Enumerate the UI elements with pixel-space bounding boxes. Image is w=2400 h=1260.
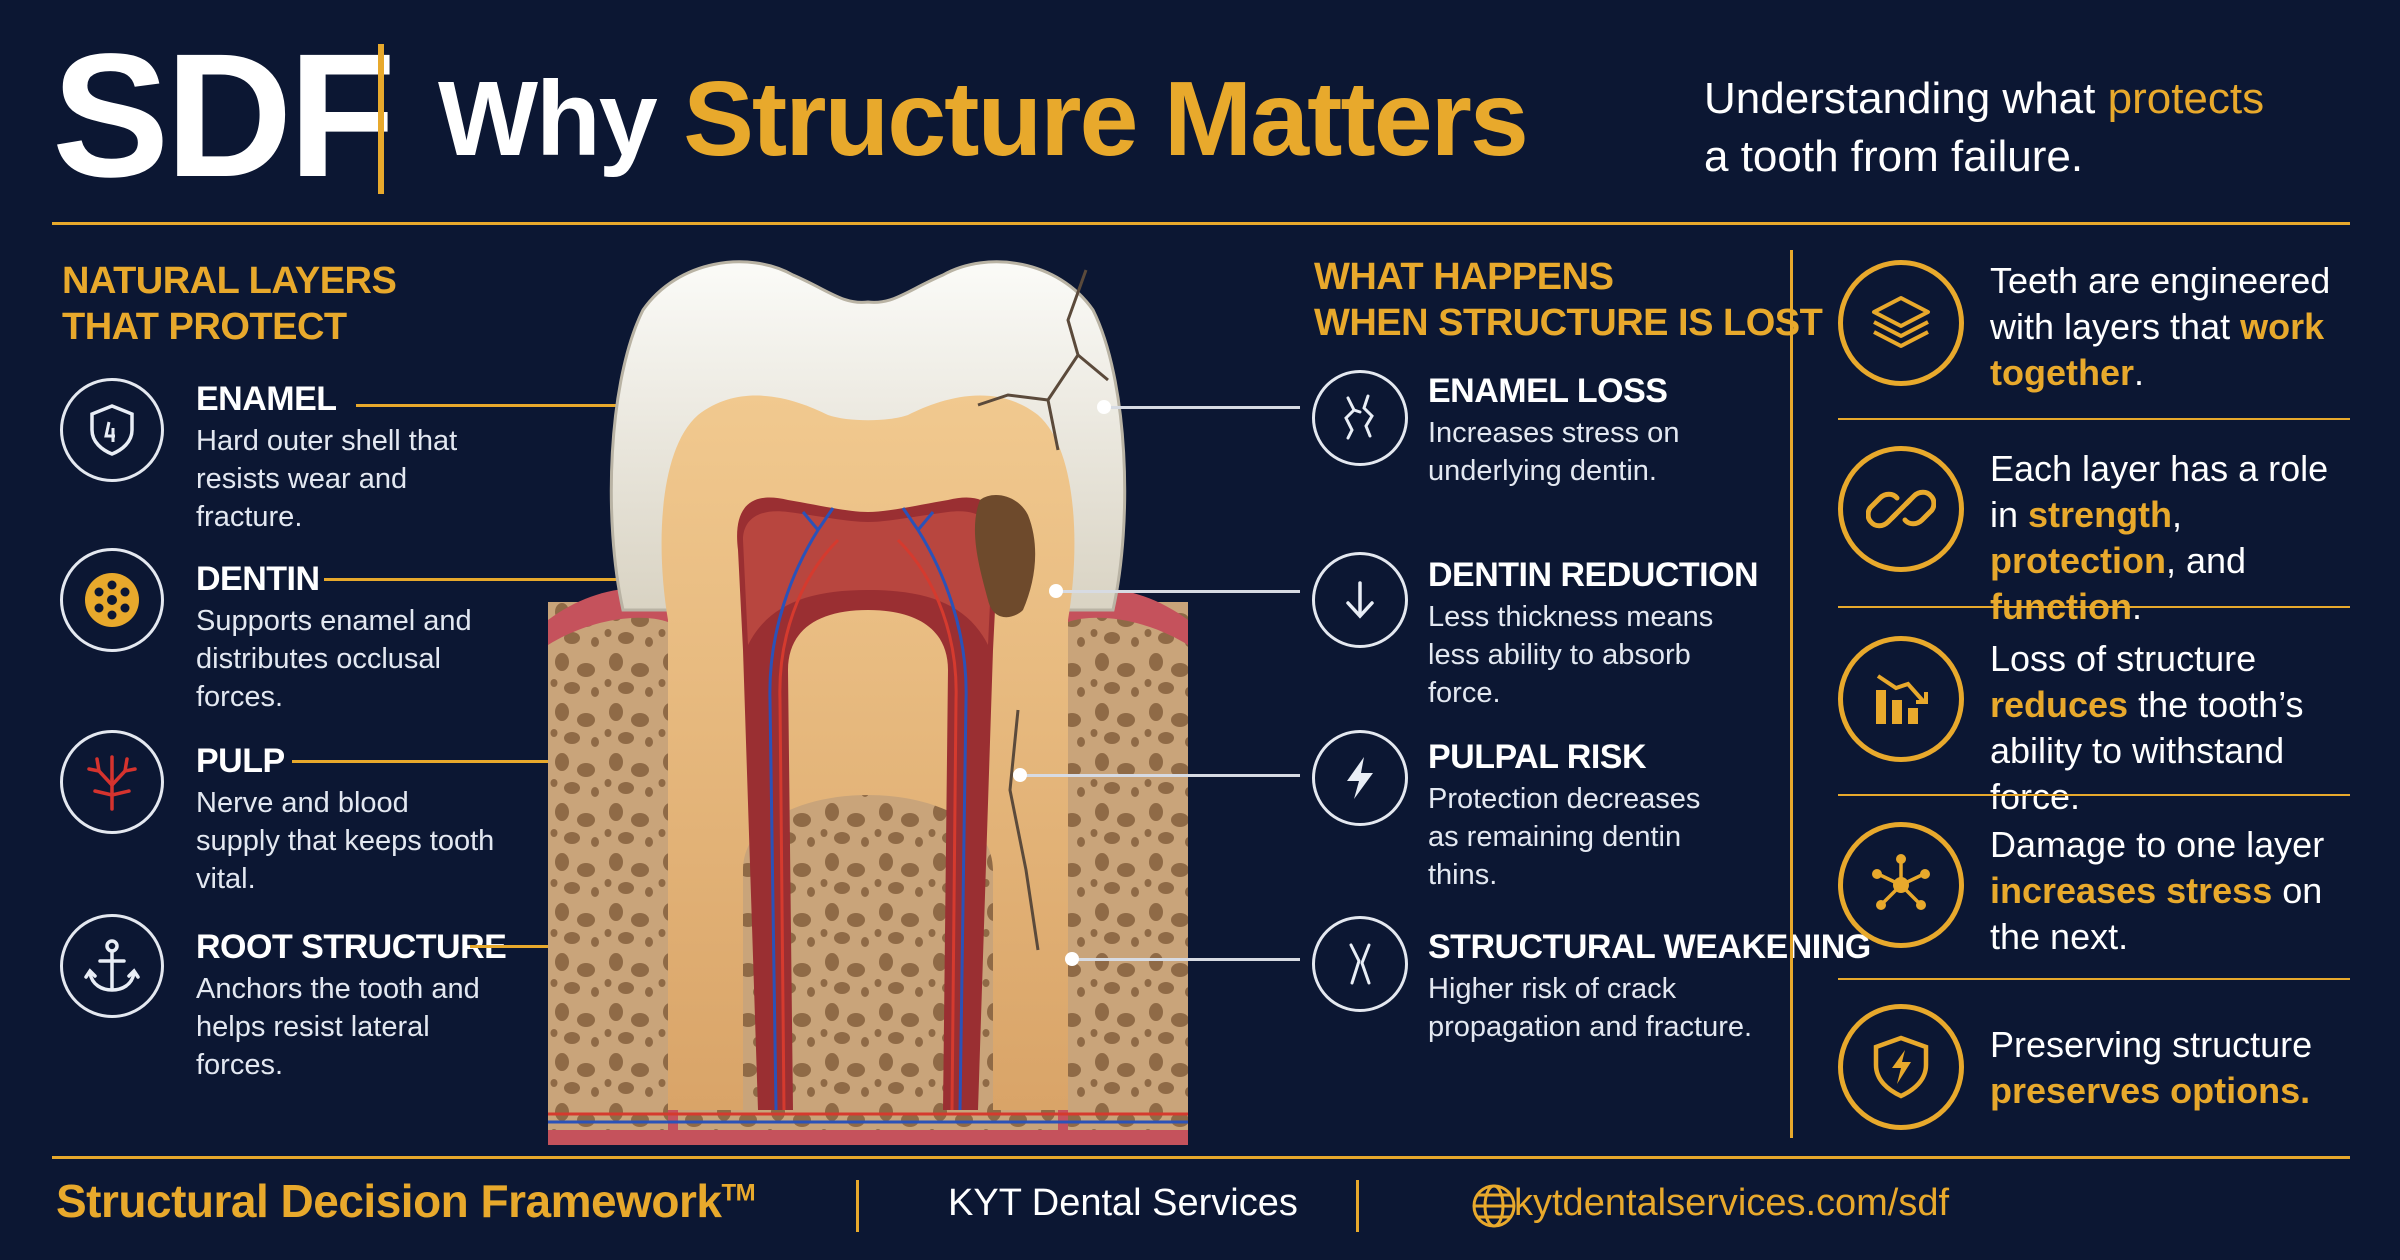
chain-link-icon bbox=[1838, 446, 1964, 572]
enamel-desc: Hard outer shell that resists wear and f… bbox=[196, 425, 458, 533]
crack-icon bbox=[1312, 370, 1408, 466]
right-2-highlight-2: protection bbox=[1990, 540, 2166, 581]
anchor-icon bbox=[60, 914, 164, 1018]
right-separator-3 bbox=[1838, 794, 2350, 796]
footer-framework-name: Structural Decision FrameworkTM bbox=[56, 1174, 756, 1228]
structural-weakening-leader-dot bbox=[1065, 952, 1079, 966]
right-panel-divider bbox=[1790, 250, 1793, 1138]
footer-company: KYT Dental Services bbox=[948, 1182, 1298, 1224]
pulp-title: PULP bbox=[196, 742, 285, 780]
dentin-tubules-icon bbox=[60, 548, 164, 652]
right-4-highlight: increases stress bbox=[1990, 870, 2273, 911]
footer-divider-2 bbox=[1356, 1180, 1359, 1232]
header-divider bbox=[378, 44, 384, 194]
enamel-loss-desc: Increases stress on underlying dentin. bbox=[1428, 417, 1680, 487]
arrow-down-icon bbox=[1312, 552, 1408, 648]
footer-framework-text: Structural Decision Framework bbox=[56, 1175, 722, 1227]
network-icon bbox=[1838, 822, 1964, 948]
dentin-desc: Supports enamel and distributes occlusal… bbox=[196, 605, 472, 713]
footer-url-link[interactable]: kytdentalservices.com/sdf bbox=[1514, 1182, 1950, 1224]
footer-divider-1 bbox=[856, 1180, 859, 1232]
right-3-highlight: reduces bbox=[1990, 684, 2129, 725]
lightning-icon bbox=[1312, 730, 1408, 826]
title-part-1: Why bbox=[438, 60, 658, 178]
middle-heading-line-1: WHAT HAPPENS bbox=[1314, 256, 1614, 298]
protected-shield-icon bbox=[1838, 1004, 1964, 1130]
middle-heading-line-2: WHEN STRUCTURE IS LOST bbox=[1314, 302, 1823, 344]
pulp-desc: Nerve and blood supply that keeps tooth … bbox=[196, 787, 495, 895]
right-5-text-a: Preserving structure bbox=[1990, 1024, 2313, 1065]
subtitle-part-1: Understanding what bbox=[1704, 74, 2096, 123]
structural-weakening-title: STRUCTURAL WEAKENING bbox=[1428, 928, 1871, 966]
enamel-leader-line bbox=[356, 404, 670, 407]
right-4-text-a: Damage to one layer bbox=[1990, 824, 2325, 865]
right-statement-2: Each layer has a role in strength, prote… bbox=[1990, 446, 2360, 630]
pulpal-risk-title: PULPAL RISK bbox=[1428, 738, 1647, 776]
subtitle-highlight: protects bbox=[2107, 74, 2265, 123]
dentin-title: DENTIN bbox=[196, 560, 320, 598]
enamel-title: ENAMEL bbox=[196, 380, 337, 418]
right-statement-5: Preserving structure preserves options. bbox=[1990, 1022, 2360, 1114]
enamel-loss-leader-dot bbox=[1097, 400, 1111, 414]
footer-rule bbox=[52, 1156, 2350, 1159]
dentin-reduction-leader-dot bbox=[1049, 584, 1063, 598]
header-rule bbox=[52, 222, 2350, 225]
right-2-text-a: Each layer has a role in bbox=[1990, 448, 2329, 535]
page-subtitle: Understanding what protects a tooth from … bbox=[1704, 70, 2354, 186]
right-3-text-a: Loss of structure bbox=[1990, 638, 2257, 679]
right-2-text-b: , bbox=[2172, 494, 2183, 535]
dentin-reduction-desc: Less thickness means less ability to abs… bbox=[1428, 601, 1714, 709]
pulpal-risk-desc: Protection decreases as remaining dentin… bbox=[1428, 783, 1701, 891]
declining-bars-icon bbox=[1838, 636, 1964, 762]
right-separator-4 bbox=[1838, 978, 2350, 980]
left-heading-line-2: THAT PROTECT bbox=[62, 306, 347, 348]
structural-weakening-desc: Higher risk of crack propagation and fra… bbox=[1428, 973, 1753, 1043]
right-2-text-c: , and bbox=[2166, 540, 2247, 581]
right-statement-3: Loss of structure reduces the tooth’s ab… bbox=[1990, 636, 2360, 820]
layers-icon bbox=[1838, 260, 1964, 386]
globe-icon bbox=[1470, 1182, 1518, 1235]
dentin-leader-line bbox=[324, 578, 670, 581]
right-5-highlight: preserves options. bbox=[1990, 1070, 2311, 1111]
structural-weakening-leader-line bbox=[1072, 958, 1300, 961]
title-part-2: Structure Matters bbox=[683, 60, 1529, 178]
right-4-text-b: on the next. bbox=[1990, 870, 2323, 957]
fracture-icon bbox=[1312, 916, 1408, 1012]
nerve-icon bbox=[60, 730, 164, 834]
shield-icon bbox=[60, 378, 164, 482]
left-heading-line-1: NATURAL LAYERS bbox=[62, 260, 397, 302]
trademark-symbol: TM bbox=[721, 1179, 756, 1207]
pulpal-risk-leader-dot bbox=[1013, 768, 1027, 782]
brand-logo: SDF bbox=[52, 18, 396, 214]
right-separator-2 bbox=[1838, 606, 2350, 608]
right-1-highlight: work together bbox=[1990, 306, 2325, 393]
pulp-leader-line bbox=[292, 760, 692, 763]
right-1-text-a: Teeth are engineered with layers that bbox=[1990, 260, 2331, 347]
right-statement-4: Damage to one layer increases stress on … bbox=[1990, 822, 2360, 960]
pulpal-risk-leader-line bbox=[1020, 774, 1300, 777]
right-2-highlight-1: strength bbox=[2028, 494, 2173, 535]
right-1-text-b: . bbox=[2134, 352, 2145, 393]
subtitle-part-2: a tooth from failure. bbox=[1704, 132, 2084, 181]
page-title: Why Structure Matters bbox=[438, 63, 1529, 175]
enamel-loss-leader-line bbox=[1104, 406, 1300, 409]
dentin-reduction-leader-line bbox=[1056, 590, 1300, 593]
right-3-text-b: the tooth’s ability to withstand force. bbox=[1990, 684, 2304, 817]
right-separator-1 bbox=[1838, 418, 2350, 420]
dentin-reduction-title: DENTIN REDUCTION bbox=[1428, 556, 1759, 594]
right-statement-1: Teeth are engineered with layers that wo… bbox=[1990, 258, 2360, 396]
root-structure-desc: Anchors the tooth and helps resist later… bbox=[196, 973, 480, 1081]
root-structure-title: ROOT STRUCTURE bbox=[196, 928, 507, 966]
tooth-cross-section-illustration bbox=[548, 250, 1188, 1145]
enamel-loss-title: ENAMEL LOSS bbox=[1428, 372, 1668, 410]
